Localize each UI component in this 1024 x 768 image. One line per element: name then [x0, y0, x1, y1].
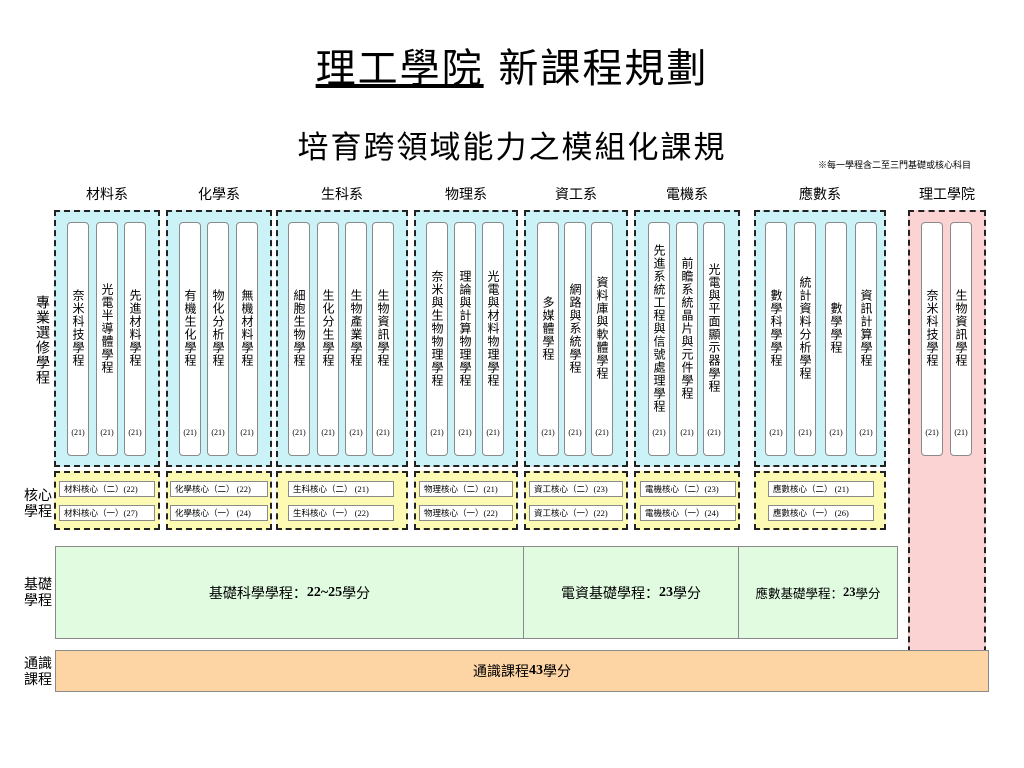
core-course[interactable]: 物理核心（二）(21)	[419, 481, 513, 497]
program-card[interactable]: 生化分生學程(21)	[317, 222, 339, 456]
footnote: ※每一學程含二至三門基礎或核心科目	[818, 160, 972, 170]
materials-core-block	[54, 471, 160, 530]
core-course[interactable]: 資工核心（一）(22)	[529, 505, 623, 521]
college-programs-block	[908, 210, 986, 692]
row-label-basic: 基礎學程	[24, 577, 52, 609]
dept-chemistry: 化學系	[198, 187, 240, 203]
program-card[interactable]: 資料庫與軟體學程(21)	[591, 222, 613, 456]
dept-ee: 電機系	[666, 187, 708, 203]
page-title: 理工學院 新課程規劃	[0, 44, 1024, 94]
plan-title: 新課程規劃	[498, 46, 709, 92]
core-course[interactable]: 應數核心（一） (26)	[768, 505, 874, 521]
dept-physics: 物理系	[445, 187, 487, 203]
program-card[interactable]: 無機材料學程(21)	[236, 222, 258, 456]
core-course[interactable]: 資工核心（二）(23)	[529, 481, 623, 497]
program-card[interactable]: 奈米與生物物理學程(21)	[426, 222, 448, 456]
program-card[interactable]: 理論與計算物理學程(21)	[454, 222, 476, 456]
core-course[interactable]: 物理核心（一）(22)	[419, 505, 513, 521]
chemistry-core-block	[166, 471, 272, 530]
program-card[interactable]: 資訊計算學程(21)	[855, 222, 877, 456]
program-card[interactable]: 生物資訊學程(21)	[950, 222, 972, 456]
program-card[interactable]: 生物資訊學程(21)	[372, 222, 394, 456]
program-card[interactable]: 網路與系統學程(21)	[564, 222, 586, 456]
program-card[interactable]: 多媒體學程(21)	[537, 222, 559, 456]
dept-materials: 材料系	[86, 187, 128, 203]
core-course[interactable]: 生科核心（二） (21)	[288, 481, 394, 497]
core-course[interactable]: 生科核心（一） (22)	[288, 505, 394, 521]
program-card[interactable]: 細胞生物學程(21)	[288, 222, 310, 456]
program-card[interactable]: 光電半導體學程(21)	[96, 222, 118, 456]
program-card[interactable]: 先進材料學程(21)	[124, 222, 146, 456]
program-card[interactable]: 光電與平面顯示器學程(21)	[703, 222, 725, 456]
core-course[interactable]: 化學核心（一） (24)	[170, 505, 268, 521]
core-course[interactable]: 應數核心（二） (21)	[768, 481, 874, 497]
college-name: 理工學院	[315, 46, 484, 92]
program-card[interactable]: 光電與材料物理學程(21)	[482, 222, 504, 456]
program-card[interactable]: 數學學程(21)	[825, 222, 847, 456]
core-course[interactable]: 電機核心（二）(23)	[640, 481, 736, 497]
program-card[interactable]: 先進系統工程與信號處理學程(21)	[648, 222, 670, 456]
core-course[interactable]: 電機核心（一）(24)	[640, 505, 736, 521]
program-card[interactable]: 生物產業學程(21)	[345, 222, 367, 456]
program-card[interactable]: 統計資料分析學程(21)	[794, 222, 816, 456]
core-course[interactable]: 材料核心（一）(27)	[59, 505, 155, 521]
cs-core-block	[524, 471, 628, 530]
program-card[interactable]: 數學科學學程(21)	[765, 222, 787, 456]
program-card[interactable]: 奈米科技學程(21)	[67, 222, 89, 456]
biology-core-block	[276, 471, 408, 530]
dept-biology: 生科系	[321, 187, 363, 203]
program-card[interactable]: 前瞻系統晶片與元件學程(21)	[676, 222, 698, 456]
program-card[interactable]: 物化分析學程(21)	[207, 222, 229, 456]
row-label-specialty: 專業選修學程	[34, 295, 50, 385]
row-label-general: 通識課程	[24, 656, 52, 688]
ee-core-block	[634, 471, 740, 530]
core-course[interactable]: 材料核心（二）(22)	[59, 481, 155, 497]
dept-applied-math: 應數系	[799, 187, 841, 203]
row-label-core: 核心學程	[24, 488, 52, 520]
applied-math-core-block	[754, 471, 886, 530]
dept-college: 理工學院	[919, 187, 975, 203]
physics-core-block	[414, 471, 518, 530]
core-course[interactable]: 化學核心（二） (22)	[170, 481, 268, 497]
program-card[interactable]: 有機生化學程(21)	[179, 222, 201, 456]
dept-cs: 資工系	[555, 187, 597, 203]
program-card[interactable]: 奈米科技學程(21)	[921, 222, 943, 456]
page-subtitle: 培育跨領域能力之模組化課規	[297, 130, 727, 166]
